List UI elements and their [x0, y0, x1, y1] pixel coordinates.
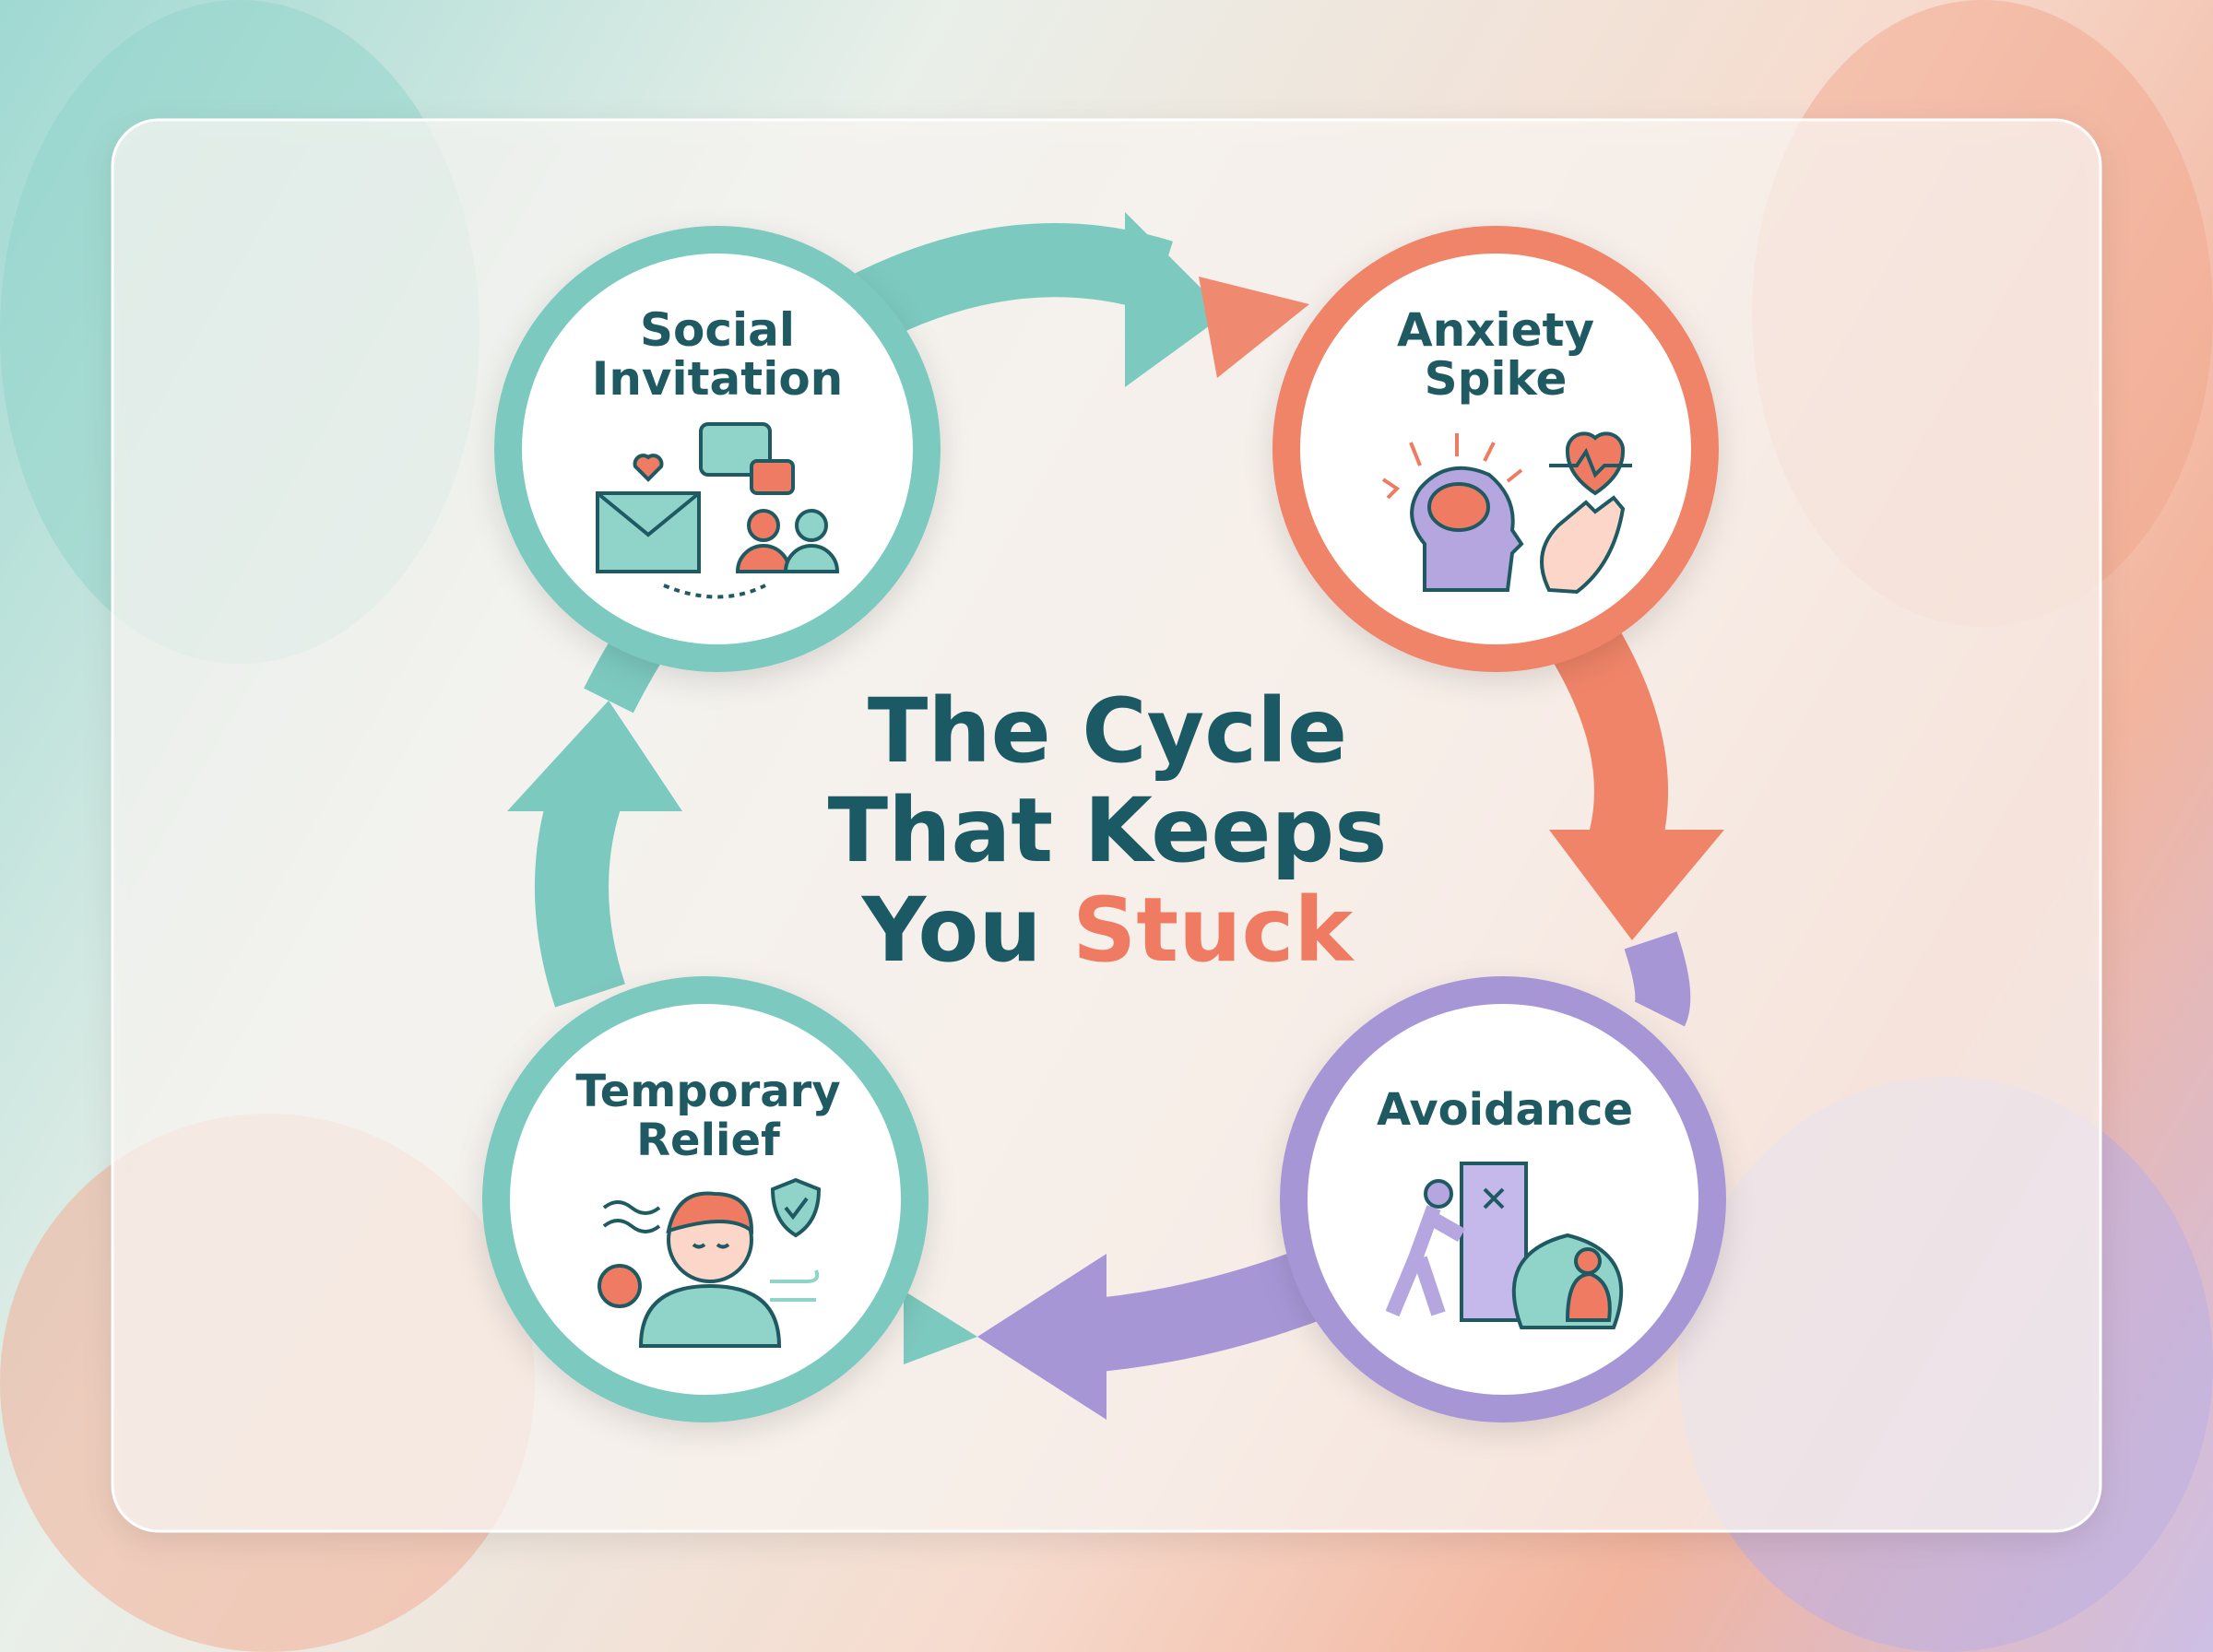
- node-label: Avoidance: [1377, 1084, 1633, 1136]
- node-label: Relief: [636, 1115, 781, 1166]
- node-label: Invitation: [592, 352, 844, 406]
- relieved-person-shield-icon: [598, 1177, 822, 1348]
- title-line-3: You Stuck: [861, 879, 1355, 982]
- arrow-anxiety-to-avoidance: [1549, 626, 1724, 1027]
- node-temporary-relief: Temporary Relief: [482, 976, 929, 1422]
- node-label: Social: [640, 303, 795, 357]
- title-line-1: The Cycle: [868, 679, 1347, 783]
- title-word-you: You: [861, 879, 1042, 982]
- title-line-2: That Keeps: [828, 779, 1388, 882]
- brain-heart-hand-icon: [1381, 431, 1632, 595]
- title-word-stuck: Stuck: [1072, 879, 1355, 982]
- node-social-invitation: Social Invitation: [494, 226, 941, 672]
- node-label: Anxiety: [1397, 303, 1594, 357]
- node-label: Temporary: [575, 1066, 840, 1117]
- node-label: Spike: [1425, 352, 1568, 406]
- node-anxiety-spike: Anxiety Spike: [1272, 226, 1719, 672]
- arrow-social-to-anxiety: [840, 212, 1309, 387]
- door-shell-icon: [1385, 1162, 1624, 1329]
- diagram-title: The Cycle That Keeps You Stuck: [828, 679, 1388, 982]
- arrow-avoidance-to-relief: [904, 1246, 1332, 1420]
- envelope-chat-people-icon: [596, 422, 840, 599]
- node-avoidance: Avoidance: [1280, 976, 1726, 1422]
